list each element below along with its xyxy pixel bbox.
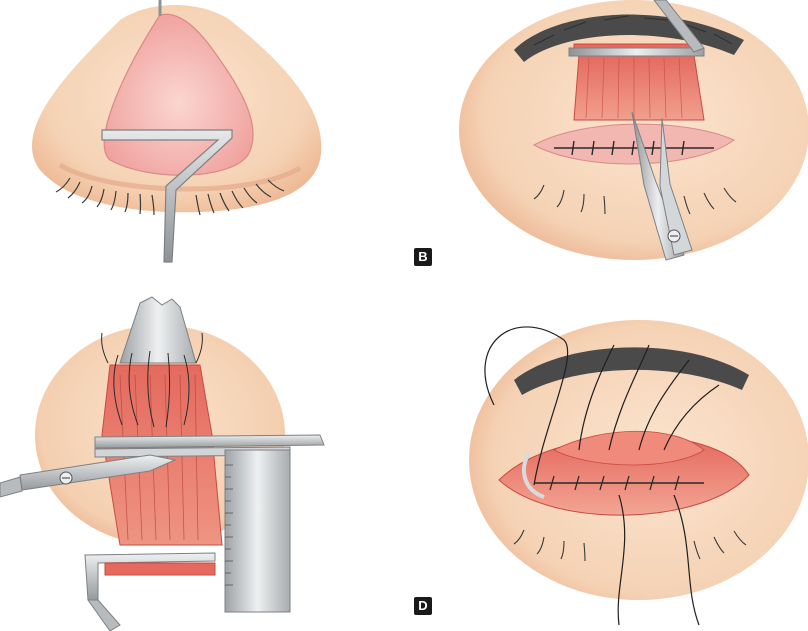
tarsal-edge xyxy=(104,562,216,576)
muscle-fibers xyxy=(585,57,683,119)
desmarres-retractor xyxy=(101,0,233,263)
panel-a xyxy=(0,0,404,285)
panel-c-illustration xyxy=(0,296,325,631)
lid-clamp xyxy=(84,552,216,601)
panel-b xyxy=(404,0,808,285)
clamp-handle xyxy=(87,599,121,631)
eyebrow xyxy=(514,347,749,395)
sutures xyxy=(101,332,203,428)
panel-label-b: B xyxy=(414,248,432,266)
needle xyxy=(522,451,545,499)
panel-d xyxy=(404,285,808,631)
panel-b-illustration xyxy=(459,0,808,261)
lower-lashes xyxy=(533,184,737,215)
panel-c xyxy=(0,285,404,631)
clamp-bar xyxy=(94,434,325,449)
ruler xyxy=(224,449,291,613)
wound-bed xyxy=(553,430,705,466)
lid-margin xyxy=(58,162,302,192)
eyebrow-hairs xyxy=(533,15,733,46)
clamp-top xyxy=(119,296,197,364)
levator-muscle xyxy=(573,54,705,121)
marking-ticks xyxy=(571,140,685,156)
scissors xyxy=(631,111,693,261)
lower-lashes xyxy=(513,529,747,562)
panel-a-illustration xyxy=(31,0,322,263)
traction-sutures xyxy=(484,326,720,626)
scissors xyxy=(0,454,177,498)
interrupted-sutures xyxy=(549,475,680,491)
panel-d-illustration xyxy=(469,320,808,626)
retractor-hook xyxy=(568,47,705,57)
retractor-handle xyxy=(653,0,705,53)
eyelashes xyxy=(55,177,285,216)
panel-label-d: D xyxy=(414,597,432,615)
